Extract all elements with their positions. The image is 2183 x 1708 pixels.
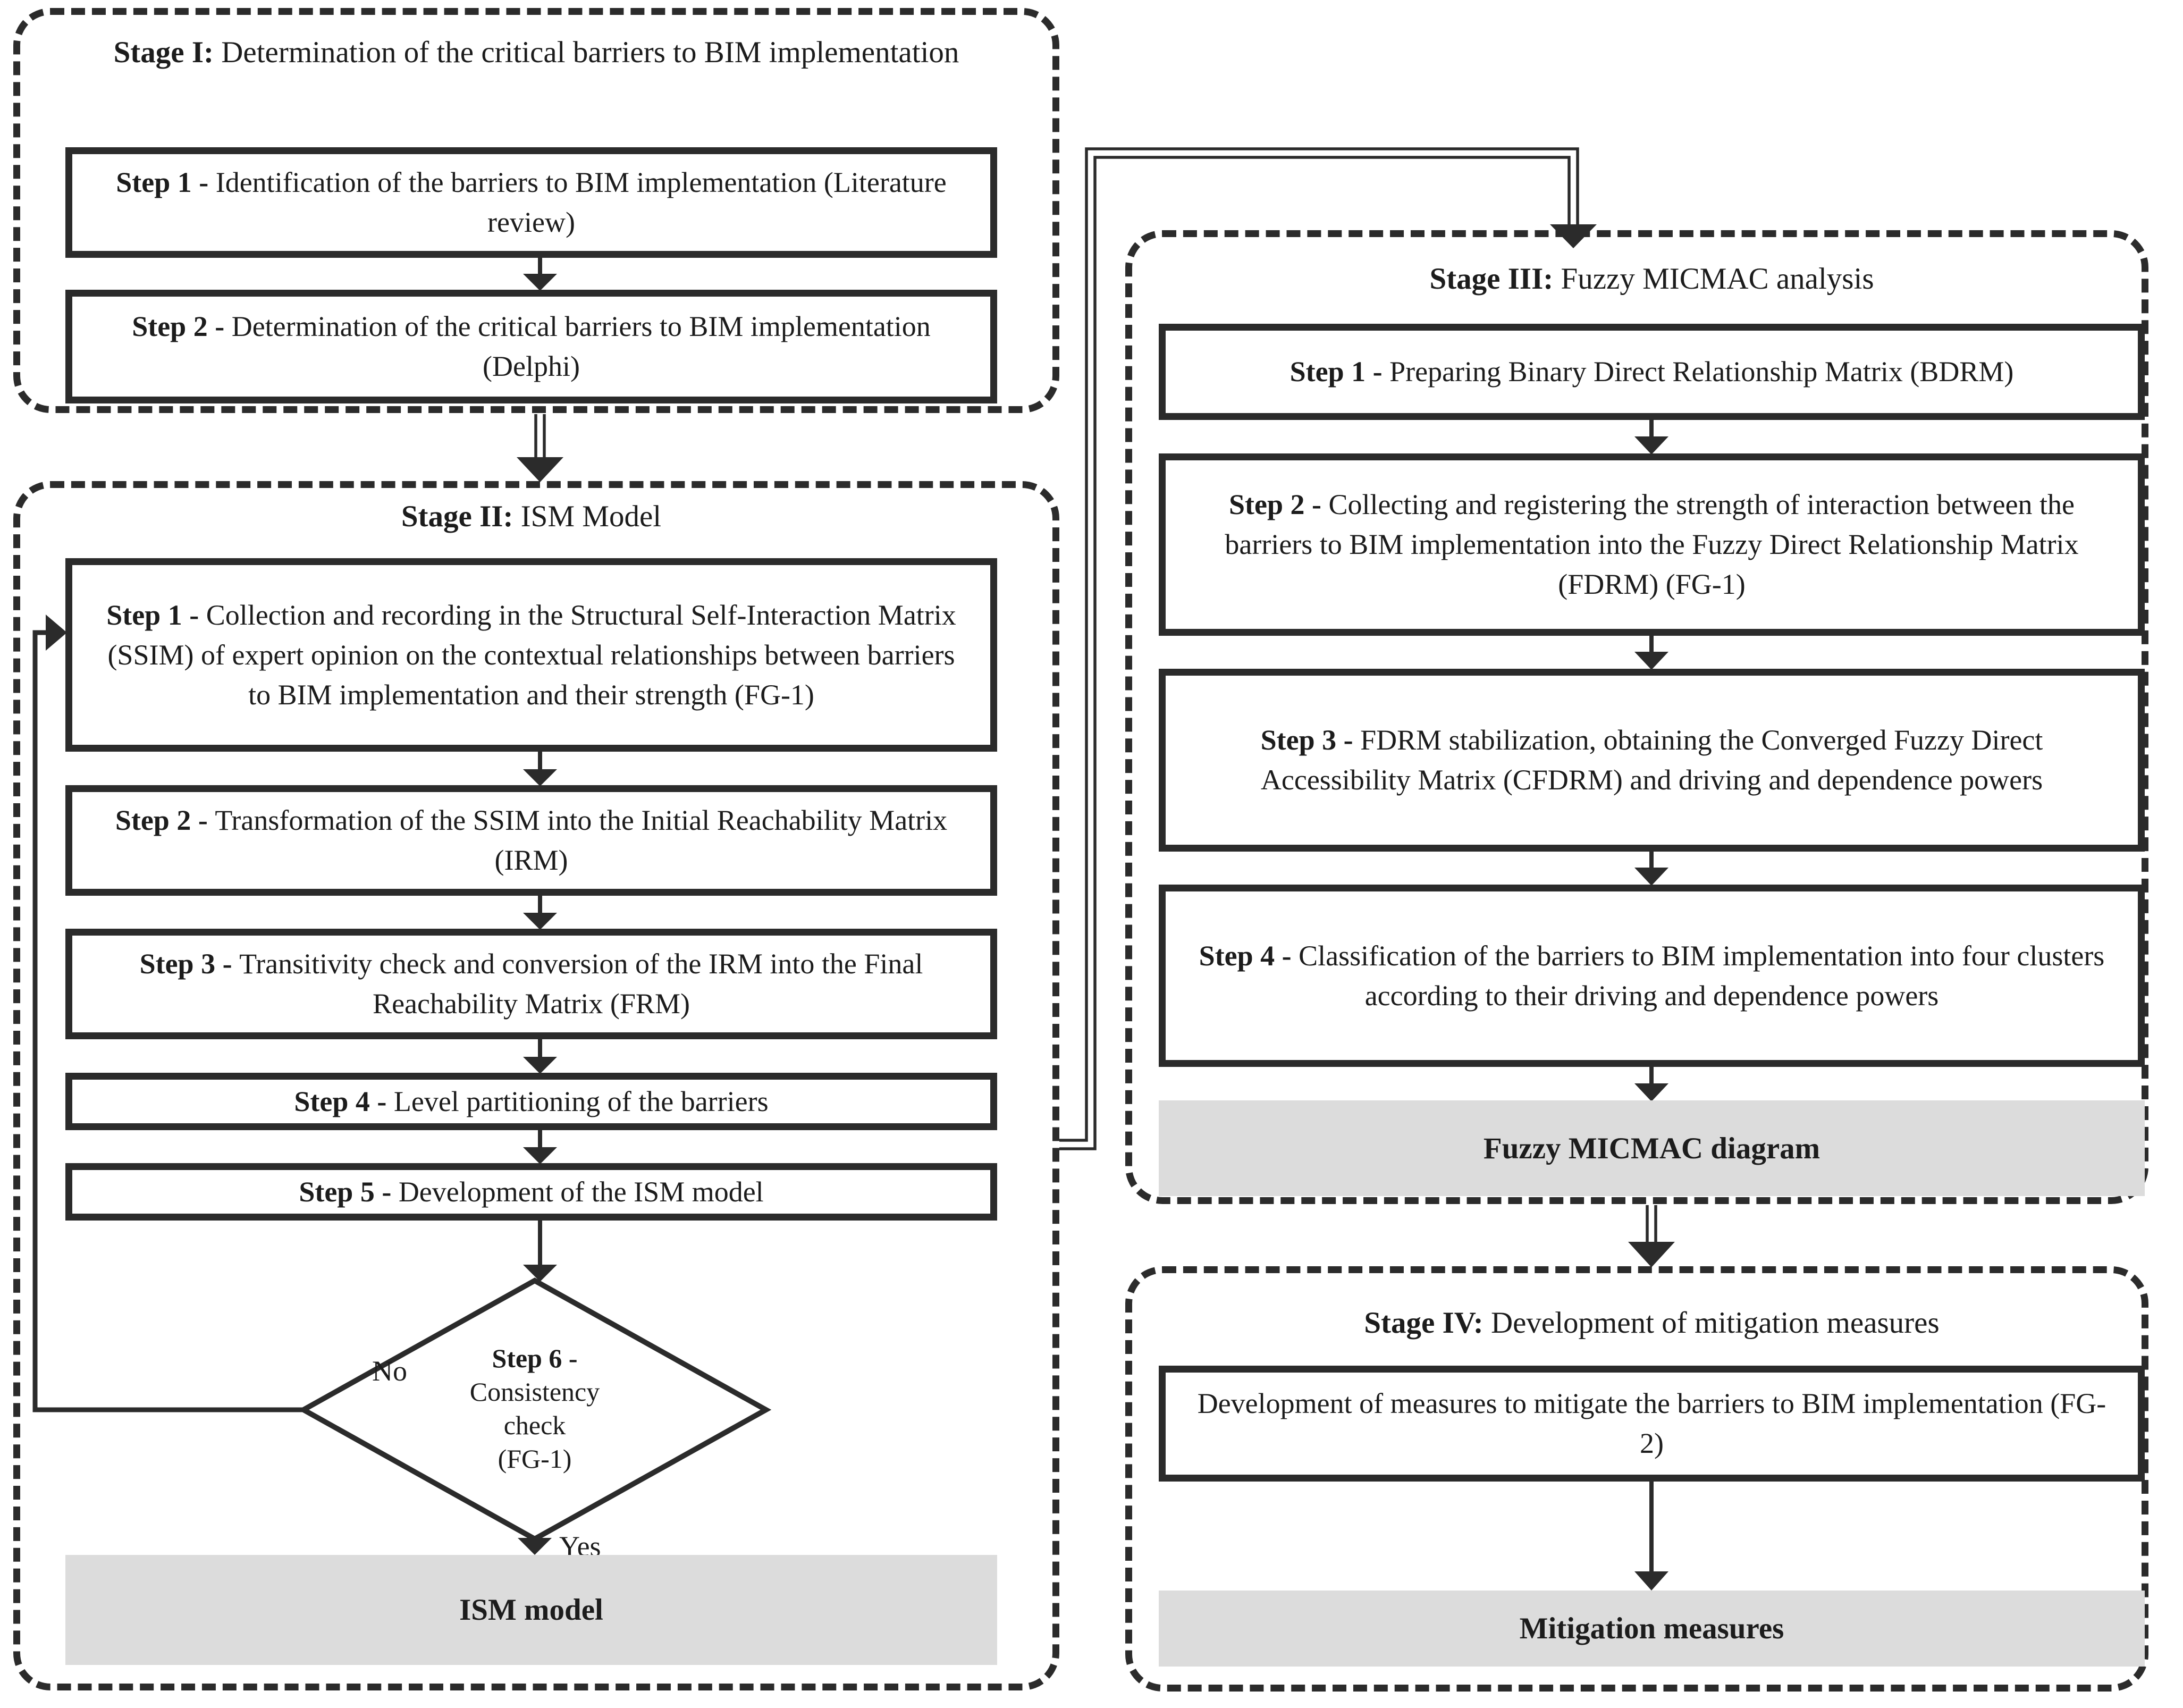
stage3-title: Stage III: Fuzzy MICMAC analysis [1159,259,2145,299]
stage3-step3-text: FDRM stabilization, obtaining the Conver… [1260,724,2043,796]
stage2-step2-label: Step 2 - [115,804,215,836]
stage2-step1-box: Step 1 - Collection and recording in the… [65,558,997,752]
stage1-title: Stage I: Determination of the critical b… [93,33,980,72]
stage2-step1-text: Collection and recording in the Structur… [107,599,956,711]
stage1-step1-box: Step 1 - Identification of the barriers … [65,147,997,258]
stage1-title-prefix: Stage I: [113,36,214,69]
stage3-step2-box: Step 2 - Collecting and registering the … [1159,453,2145,636]
flow-feedback-no-loop [32,615,304,1412]
flow-arrow-s3-4-output [1634,1067,1668,1101]
stage4-title: Stage IV: Development of mitigation meas… [1159,1303,2145,1343]
stage2-step3-text: Transitivity check and conversion of the… [239,948,923,1020]
flow-arrow-s3-3-4 [1634,852,1668,886]
stage2-output-box: ISM model [65,1555,997,1665]
stage2-step4-label: Step 4 - [294,1085,394,1117]
branch-label-no: No [372,1355,407,1387]
stage2-title-rest: ISM Model [513,500,662,533]
flow-arrow-s2-5-decision [523,1221,557,1282]
stage3-step4-label: Step 4 - [1199,939,1299,972]
stage2-step3-label: Step 3 - [139,948,240,980]
stage3-step2-label: Step 2 - [1228,489,1329,520]
stage2-step4-box: Step 4 - Level partitioning of the barri… [65,1073,997,1130]
stage4-step-box: Development of measures to mitigate the … [1159,1366,2145,1482]
stage1-step2-box: Step 2 - Determination of the critical b… [65,290,997,403]
stage4-title-prefix: Stage IV: [1364,1306,1484,1340]
flow-double-arrow-s1-s2 [517,414,563,482]
flow-arrow-s2-1-2 [523,752,557,786]
stage3-step2-text: Collecting and registering the strength … [1225,489,2079,600]
flow-arrow-s3-1-2 [1634,420,1668,455]
stage3-step3-box: Step 3 - FDRM stabilization, obtaining t… [1159,669,2145,852]
stage1-step2-label: Step 2 - [132,310,232,342]
stage3-step3-label: Step 3 - [1260,724,1361,756]
decision-line3: check [503,1410,566,1440]
stage2-step1-label: Step 1 - [106,599,206,631]
flow-arrow-s2-3-4 [523,1039,557,1074]
stage1-step1-label: Step 1 - [116,166,216,198]
stage3-title-rest: Fuzzy MICMAC analysis [1553,262,1874,296]
stage2-step5-box: Step 5 - Development of the ISM model [65,1163,997,1221]
flow-arrow-s3-2-3 [1634,636,1668,670]
stage3-step1-box: Step 1 - Preparing Binary Direct Relatio… [1159,324,2145,420]
stage2-panel [13,481,1059,1690]
stage4-panel [1125,1266,2148,1692]
stage1-panel [13,8,1059,413]
decision-diamond-text: Step 6 - Consistency check (FG-1) [428,1342,641,1476]
stage2-step5-label: Step 5 - [299,1175,399,1208]
stage1-step2-text: Determination of the critical barriers t… [231,310,931,382]
stage3-step4-text: Classification of the barriers to BIM im… [1299,939,2105,1012]
decision-line1: Step 6 - [492,1343,578,1373]
stage2-title: Stage II: ISM Model [65,497,997,536]
stage4-output-box: Mitigation measures [1159,1591,2145,1667]
flow-arrow-s2-2-3 [523,896,557,930]
stage1-step1-text: Identification of the barriers to BIM im… [215,166,947,238]
stage2-step2-text: Transformation of the SSIM into the Init… [215,804,948,876]
flow-arrow-s2-4-5 [523,1130,557,1164]
flow-arrow-decision-yes [518,1538,552,1555]
stage4-step-text: Development of measures to mitigate the … [1197,1387,2106,1459]
stage2-step5-text: Development of the ISM model [398,1175,764,1208]
stage3-output-box: Fuzzy MICMAC diagram [1159,1100,2145,1196]
stage4-title-rest: Development of mitigation measures [1483,1306,1940,1340]
stage3-step4-box: Step 4 - Classification of the barriers … [1159,885,2145,1067]
flow-arrow-s4-step-output [1634,1482,1668,1591]
stage3-step1-label: Step 1 - [1289,356,1390,388]
decision-line4: (FG-1) [498,1444,572,1474]
stage2-step4-text: Level partitioning of the barriers [393,1085,769,1117]
decision-line2: Consistency [469,1377,600,1407]
flow-double-arrow-s3-s4 [1628,1205,1675,1267]
stage3-step1-text: Preparing Binary Direct Relationship Mat… [1389,356,2014,388]
stage2-step3-box: Step 3 - Transitivity check and conversi… [65,929,997,1039]
stage2-step2-box: Step 2 - Transformation of the SSIM into… [65,785,997,896]
stage1-title-rest: Determination of the critical barriers t… [214,36,959,69]
flow-arrow-s1-step1-step2 [523,258,557,291]
stage3-title-prefix: Stage III: [1429,262,1554,296]
stage2-title-prefix: Stage II: [401,500,513,533]
